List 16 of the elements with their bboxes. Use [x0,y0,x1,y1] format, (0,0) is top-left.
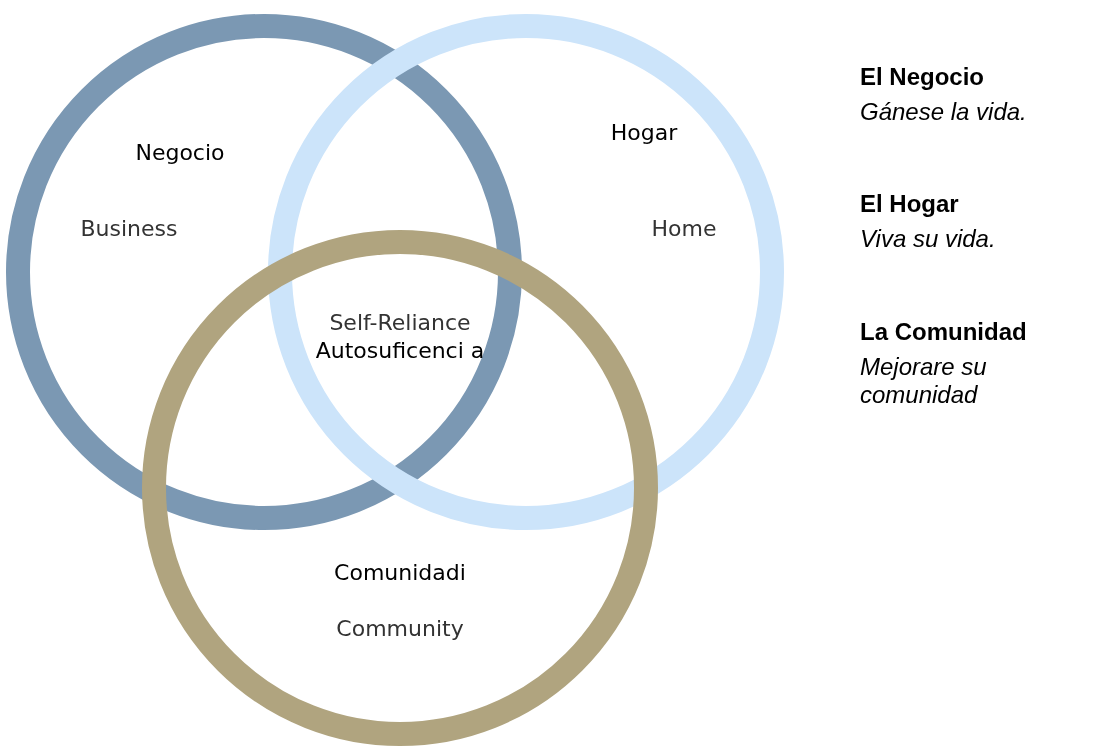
circle-label: Business [80,216,178,241]
circle-label: Negocio [135,140,225,165]
section-heading: El Hogar [860,190,960,218]
section-heading: El Negocio [860,63,986,91]
section-description: Mejorare su comunidad [860,353,988,409]
section-description: Viva su vida. [860,225,997,253]
venn-circle [267,13,785,531]
centre-label: Autosuficenci a [315,338,485,363]
centre-label: Self-Reliance [329,310,471,335]
section-description: Gánese la vida. [860,98,1028,126]
venn-circle [5,13,523,531]
circle-label: Hogar [610,120,678,145]
circle-label: Home [651,216,717,241]
circle-label: Community [336,616,464,641]
circle-label: Comunidadi [334,560,466,585]
section-heading: La Comunidad [860,318,1028,346]
